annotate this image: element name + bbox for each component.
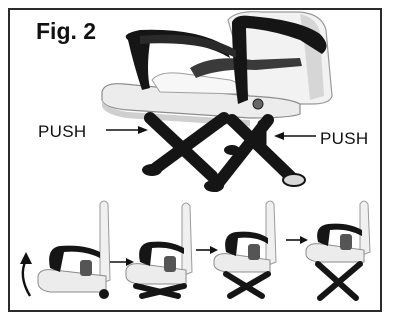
push-label-left: PUSH [38, 122, 87, 141]
figure-frame [8, 8, 382, 312]
push-arrow-right [274, 132, 316, 140]
foot-2 [204, 180, 224, 192]
push-label-right: PUSH [320, 129, 369, 148]
main-booster-seat [101, 11, 333, 192]
sequence-step-3 [213, 200, 277, 299]
sequence-arrow-2 [196, 246, 218, 254]
rotate-arrow-icon [20, 252, 32, 297]
sequence-arrow-1 [110, 258, 134, 266]
sequence-arrow-3 [286, 236, 308, 244]
sequence-step-2 [125, 202, 193, 299]
tray-arm-right [232, 15, 327, 105]
folding-legs [144, 112, 298, 192]
sequence-step-4 [305, 200, 371, 301]
figure-label: Fig. 2 [36, 18, 97, 44]
foot-1 [142, 164, 162, 176]
push-arrow-left [106, 126, 148, 134]
sequence-step-1 [37, 200, 111, 299]
seat-base [101, 83, 301, 119]
pivot-knob [252, 98, 264, 110]
foot-3 [282, 173, 306, 187]
foot-4 [224, 145, 240, 155]
tray-bar [140, 34, 236, 58]
